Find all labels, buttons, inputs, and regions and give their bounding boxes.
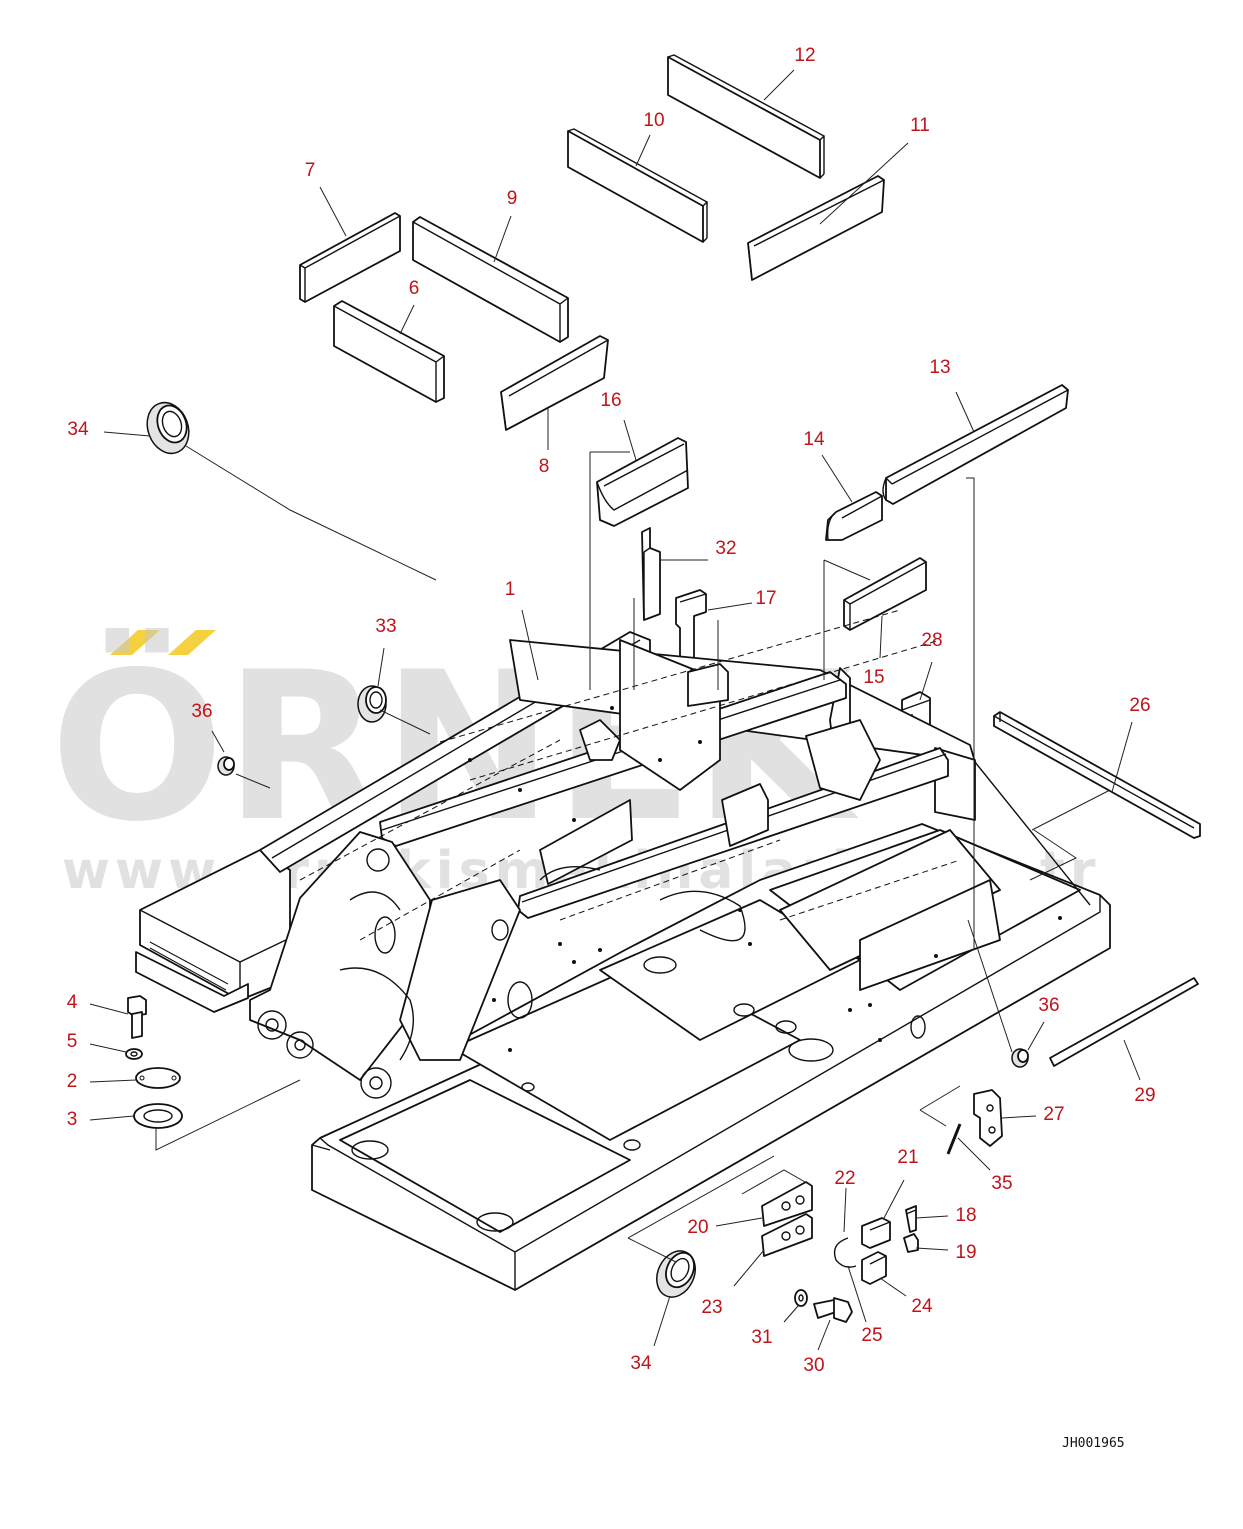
drawing-code: JH001965 [1062, 1436, 1125, 1451]
plate-11 [747, 175, 885, 281]
plate-23 [761, 1213, 813, 1257]
seal-34-lower [656, 1250, 696, 1298]
watermark-accent-mark [110, 630, 160, 655]
callout-23: 23 [701, 1297, 722, 1318]
block-21 [861, 1217, 891, 1249]
bracket-17 [675, 589, 707, 665]
callout-31: 31 [751, 1327, 772, 1348]
upper-plates [299, 54, 885, 431]
callout-35: 35 [991, 1173, 1012, 1194]
callout-15: 15 [863, 667, 884, 688]
callout-5: 5 [67, 1031, 78, 1052]
plate-20 [761, 1181, 813, 1227]
hardware-parts [125, 401, 1201, 1323]
washer-5 [125, 1048, 143, 1060]
callout-1: 1 [505, 579, 516, 600]
callout-24: 24 [911, 1296, 933, 1317]
callout-13: 13 [929, 357, 950, 378]
leader-lines [89, 69, 1141, 1351]
bracket-32 [641, 527, 661, 621]
clip-22 [833, 1237, 857, 1268]
callout-14: 14 [803, 429, 825, 450]
callout-36-right: 36 [1038, 995, 1059, 1016]
watermark-accent-mark [168, 630, 216, 655]
callout-12: 12 [794, 45, 815, 66]
callout-21: 21 [897, 1147, 918, 1168]
callout-9: 9 [507, 188, 518, 209]
callout-7: 7 [305, 160, 316, 181]
clip-19 [903, 1233, 919, 1253]
callout-19: 19 [955, 1242, 976, 1263]
callout-8: 8 [539, 456, 550, 477]
callout-26: 26 [1129, 695, 1150, 716]
bracket-18 [905, 1205, 917, 1233]
callout-17: 17 [755, 588, 776, 609]
seal-33 [357, 685, 387, 723]
bar-26 [993, 711, 1201, 839]
callouts: 1 2 3 4 5 6 7 8 9 10 11 12 13 14 15 16 1… [67, 45, 1156, 1376]
callout-3: 3 [67, 1109, 78, 1130]
callout-29: 29 [1134, 1085, 1155, 1106]
plate-12 [667, 54, 826, 179]
seal-34-upper [146, 401, 190, 455]
plate-8 [500, 335, 609, 431]
main-frame [135, 609, 1111, 1291]
callout-25: 25 [861, 1325, 882, 1346]
callout-10: 10 [643, 110, 664, 131]
callout-34-lower: 34 [630, 1353, 652, 1374]
bolt-30 [813, 1297, 853, 1323]
pin-35 [946, 1123, 962, 1155]
cap-36-right [1011, 1048, 1029, 1068]
callout-36-upper: 36 [191, 701, 212, 722]
upper-right-parts [596, 384, 1069, 753]
callout-4: 4 [67, 992, 78, 1013]
plate-10 [567, 128, 709, 243]
callout-34-upper: 34 [67, 419, 89, 440]
callout-22: 22 [834, 1168, 855, 1189]
washer-31 [794, 1289, 808, 1307]
callout-32: 32 [715, 538, 736, 559]
beam-13 [882, 384, 1069, 505]
callout-28: 28 [921, 630, 942, 651]
bolt-4 [127, 995, 147, 1039]
callout-20: 20 [687, 1217, 708, 1238]
callout-33: 33 [375, 616, 396, 637]
channel-16 [596, 437, 689, 527]
block-24 [861, 1251, 887, 1285]
callout-18: 18 [955, 1205, 976, 1226]
plate-7 [299, 212, 401, 303]
rod-29 [1049, 977, 1199, 1067]
cap-36-upper [217, 756, 235, 776]
plate-6 [333, 300, 445, 403]
fastener-dots [468, 706, 1062, 1052]
block-14 [825, 491, 883, 541]
callout-6: 6 [409, 278, 420, 299]
callout-2: 2 [67, 1071, 78, 1092]
gasket-3 [133, 1103, 183, 1129]
callout-16: 16 [600, 390, 621, 411]
plate-15 [843, 557, 927, 631]
callout-11: 11 [910, 115, 930, 136]
callout-27: 27 [1043, 1104, 1064, 1125]
bracket-27 [973, 1089, 1003, 1147]
hidden-lines [299, 609, 961, 941]
plate-2 [135, 1067, 181, 1089]
callout-30: 30 [803, 1355, 824, 1376]
plate-9 [412, 216, 569, 343]
